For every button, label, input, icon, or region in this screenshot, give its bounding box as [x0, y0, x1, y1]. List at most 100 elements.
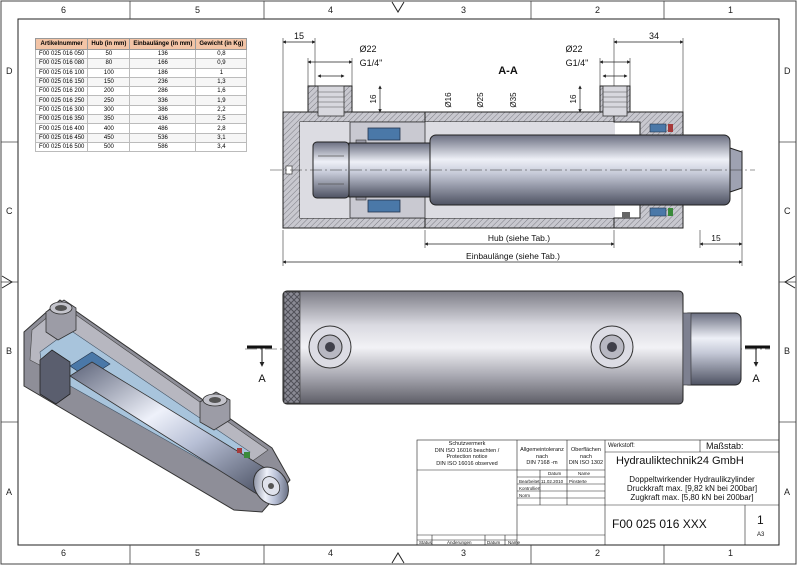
- protection-notice: Schutzvermerk DIN ISO 16016 beachten / P…: [417, 441, 517, 467]
- title-block-frame: [416, 439, 780, 546]
- rev-col-name: Name: [508, 540, 521, 545]
- port-right-icon: [590, 325, 634, 369]
- section-title: A-A: [498, 65, 518, 77]
- tolerance-line-3: DIN 7168 -m: [526, 460, 558, 466]
- sheet-number: 1: [757, 513, 764, 527]
- table-cell: 50: [87, 48, 131, 60]
- table-cell: 186: [129, 67, 197, 78]
- table-cell: 1,3: [195, 76, 248, 88]
- table-cell: 100: [87, 67, 131, 78]
- row-drawn: Bearbeitet: [519, 479, 540, 484]
- table-cell: 336: [129, 95, 197, 106]
- section-view-a-a: [270, 38, 755, 266]
- row-drawn-date: 11.02.2010: [541, 479, 564, 484]
- side-view: [245, 290, 770, 405]
- dim-port-dia-right: Ø22: [565, 44, 582, 54]
- zone-left-d: D: [6, 66, 13, 76]
- table-cell: 3,4: [195, 141, 248, 153]
- table-cell: F00 025 016 450: [34, 132, 89, 143]
- table-cell: F00 025 016 050: [34, 48, 89, 60]
- table-cell: 2,2: [195, 104, 248, 116]
- dim-port-dia-left: Ø22: [359, 44, 376, 54]
- general-tolerance: Allgemeintoleranz nach DIN 7168 -m: [517, 447, 567, 467]
- row-drawn-name: Pinsterte: [569, 479, 587, 484]
- dim-left-offset: 15: [294, 31, 304, 41]
- centering-mark-right: [784, 275, 796, 289]
- zone-bottom-6: 6: [61, 548, 67, 558]
- table-cell: F00 025 016 200: [34, 86, 89, 97]
- zone-left-a: A: [6, 487, 13, 497]
- rev-col-changes: Änderungen: [447, 540, 472, 545]
- protection-line-4: DIN ISO 16016 observed: [436, 460, 498, 467]
- desc-line-1: Doppeltwirkender Hydraulikzylinder: [629, 475, 755, 484]
- dim-thread-left: G1/4": [360, 58, 383, 68]
- zone-bottom-1: 1: [728, 548, 734, 558]
- material-label: Werkstoff:: [608, 443, 635, 449]
- surface-line-2: nach: [580, 453, 592, 460]
- centering-mark-left: [1, 275, 13, 289]
- table-cell: 250: [87, 95, 131, 106]
- surface-line-3: DIN ISO 1302: [568, 460, 604, 466]
- table-cell: F00 025 016 250: [34, 95, 89, 106]
- zone-right-c: C: [784, 206, 791, 216]
- table-cell: 486: [129, 123, 197, 134]
- section-mark-right: A: [752, 373, 760, 385]
- protection-line-3: Protection notice: [446, 454, 488, 460]
- spec-table: Artikelnummer Hub (in mm) Einbaulänge (i…: [34, 38, 248, 153]
- zone-left-b: B: [6, 346, 13, 356]
- dim-right-offset: 34: [649, 31, 659, 41]
- table-cell: 500: [87, 141, 131, 153]
- table-cell: 80: [87, 58, 131, 69]
- table-cell: 300: [87, 104, 131, 116]
- table-cell: 166: [129, 58, 197, 69]
- table-cell: 536: [129, 132, 197, 143]
- desc-line-3: Zugkraft max. [5,80 kN bei 200bar]: [630, 493, 754, 502]
- table-cell: 0,9: [195, 58, 248, 69]
- zone-top-1: 1: [728, 5, 734, 15]
- row-norm: Norm: [519, 493, 530, 498]
- table-cell: F00 025 016 100: [34, 67, 89, 78]
- dim-rod-end: 15: [711, 233, 721, 243]
- zone-top-3: 3: [461, 5, 467, 15]
- dim-thread-right: G1/4": [566, 58, 589, 68]
- surface-spec: Oberflächen nach DIN ISO 1302: [567, 447, 605, 467]
- zone-right-a: A: [784, 487, 791, 497]
- centering-mark-top: [391, 1, 405, 13]
- dim-piston-dia: Ø25: [476, 92, 485, 108]
- zone-right-b: B: [784, 346, 791, 356]
- name-header: Name: [578, 471, 591, 476]
- zone-bottom-4: 4: [328, 548, 334, 558]
- table-cell: 200: [87, 86, 131, 97]
- dim-rod-dia: Ø16: [444, 92, 453, 108]
- scale-label: Maßstab:: [706, 441, 744, 451]
- table-cell: F00 025 016 300: [34, 104, 89, 116]
- sheet-format: A3: [757, 532, 765, 538]
- table-cell: F00 025 016 150: [34, 76, 89, 88]
- zone-top-4: 4: [328, 5, 334, 15]
- table-cell: 286: [129, 86, 197, 97]
- col-stroke: Hub (in mm): [87, 38, 131, 50]
- zone-bottom-5: 5: [195, 548, 201, 558]
- date-header: Datum: [548, 471, 562, 476]
- zone-left-c: C: [6, 206, 13, 216]
- table-cell: 1,6: [195, 86, 248, 97]
- table-cell: 350: [87, 114, 131, 125]
- table-cell: 2,5: [195, 114, 248, 125]
- table-cell: 3,1: [195, 132, 248, 143]
- company-name: Hydrauliktechnik24 GmbH: [616, 455, 744, 467]
- protection-line-1: Schutzvermerk: [448, 441, 486, 447]
- table-cell: 450: [87, 132, 131, 143]
- table-cell: 136: [129, 48, 197, 60]
- col-length: Einbaulänge (in mm): [129, 38, 197, 50]
- dim-stroke: Hub (siehe Tab.): [488, 233, 550, 243]
- part-description: Doppeltwirkender Hydraulikzylinder Druck…: [605, 475, 779, 502]
